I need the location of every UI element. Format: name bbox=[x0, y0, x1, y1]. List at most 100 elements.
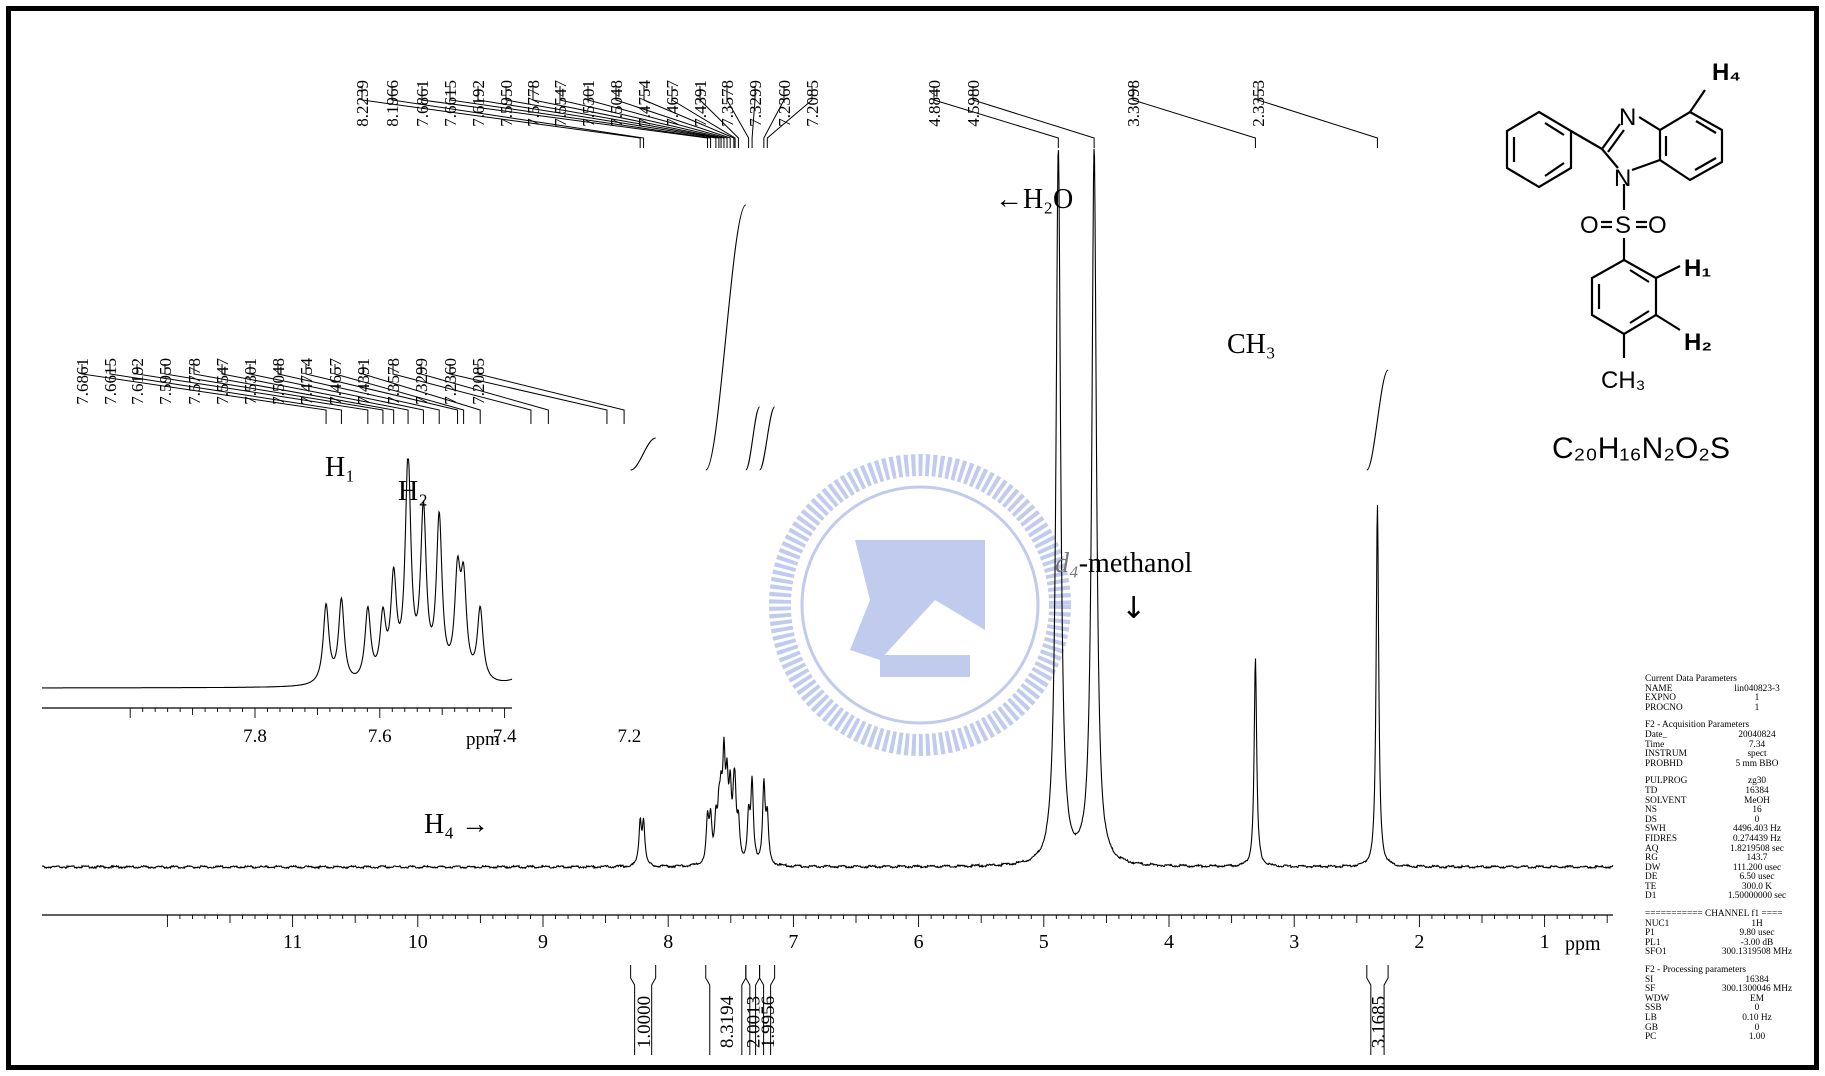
param-value: -3.00 dB bbox=[1740, 937, 1774, 948]
integral-curve bbox=[705, 204, 747, 471]
param-value: 9.80 usec bbox=[1739, 928, 1775, 939]
main-peak-leader bbox=[933, 86, 1059, 148]
inset-peak-leader bbox=[109, 364, 342, 424]
chemical-structure bbox=[1505, 89, 1724, 358]
param-value: 0.10 Hz bbox=[1742, 1013, 1772, 1023]
main-peak-label: 7.4754 bbox=[635, 80, 654, 127]
main-peak-leader bbox=[699, 86, 739, 148]
main-peak-leader bbox=[391, 86, 645, 148]
param-value: 300.1319508 MHz bbox=[1721, 947, 1793, 958]
integral-curve bbox=[745, 406, 761, 471]
acq-param-row: Date_20040824 bbox=[1645, 730, 1823, 741]
watermark-seal bbox=[769, 454, 1071, 756]
param-key: PROCNO bbox=[1645, 702, 1683, 713]
acq2-param-row: DE 6.50 usec bbox=[1645, 873, 1823, 883]
main-peak-label: 8.1966 bbox=[383, 80, 402, 127]
main-tick-label: 5 bbox=[1039, 931, 1049, 953]
inset-peak-leader bbox=[420, 364, 549, 424]
param-key: EXPNO bbox=[1645, 693, 1676, 704]
param-value: 5 mm BBO bbox=[1735, 758, 1779, 769]
integral-value: 1.9956 bbox=[758, 996, 779, 1048]
param-key: SOLVENT bbox=[1645, 795, 1687, 806]
h1-annotation: H₁ bbox=[325, 452, 355, 483]
main-peak-leader bbox=[751, 86, 756, 148]
param-key: SF bbox=[1645, 984, 1656, 995]
inset-peak-leader bbox=[449, 364, 608, 424]
main-peak-leader bbox=[643, 86, 735, 148]
main-peak-leader bbox=[766, 86, 813, 148]
inset-peak-leader bbox=[249, 364, 424, 424]
inset-peak-label: 7.4391 bbox=[354, 358, 373, 405]
channel-param-row: PL1-3.00 dB bbox=[1645, 937, 1823, 949]
inset-peak-label: 7.6861 bbox=[73, 358, 92, 405]
main-peak-label: 7.6861 bbox=[413, 80, 432, 127]
main-peak-leader bbox=[972, 86, 1095, 148]
main-peak-label: 7.5778 bbox=[524, 80, 543, 127]
inset-peak-leader bbox=[305, 364, 459, 424]
proc-param-row: GB 0 bbox=[1645, 1022, 1823, 1034]
struct-n-top: N bbox=[1619, 104, 1636, 131]
param-key: LB bbox=[1645, 1013, 1657, 1023]
inset-peak-leader bbox=[362, 364, 481, 424]
param-key: GB bbox=[1645, 1022, 1658, 1033]
acq-param-row: Time 7.34 bbox=[1645, 739, 1823, 751]
param-key: SFO1 bbox=[1645, 947, 1667, 958]
param-value: zg30 bbox=[1747, 776, 1767, 787]
struct-h4-label: H₄ bbox=[1712, 59, 1741, 86]
struct-ch3-label: CH₃ bbox=[1601, 367, 1645, 394]
main-peak-leader bbox=[726, 86, 750, 148]
param-value: 0 bbox=[1754, 1022, 1760, 1033]
param-value: 16 bbox=[1752, 805, 1762, 816]
param-key: Time bbox=[1645, 739, 1665, 750]
main-peak-leader bbox=[671, 86, 736, 148]
param-value: 6.50 usec bbox=[1739, 872, 1775, 883]
inset-peak-label: 7.6192 bbox=[128, 358, 147, 405]
inset-spectrum-trace bbox=[42, 458, 513, 689]
inset-peak-label: 7.2360 bbox=[441, 358, 460, 405]
main-peak-leader bbox=[449, 86, 712, 148]
struct-s: S bbox=[1615, 212, 1631, 239]
param-value: 7.34 bbox=[1748, 739, 1766, 750]
inset-peak-label: 7.6615 bbox=[101, 358, 120, 405]
param-key: FIDRES bbox=[1645, 833, 1678, 844]
integral-curve bbox=[630, 437, 656, 471]
main-peak-leader bbox=[559, 86, 725, 148]
main-peak-label: 7.3299 bbox=[746, 80, 765, 127]
inset-peak-label: 7.5048 bbox=[269, 358, 288, 405]
methanol-arrow: ↓ bbox=[1121, 591, 1146, 626]
param-key: DE bbox=[1645, 872, 1658, 883]
param-key: PC bbox=[1645, 1032, 1657, 1043]
struct-h1-label: H₁ bbox=[1684, 255, 1711, 282]
main-peak-leader bbox=[587, 86, 728, 148]
inset-peak-leader bbox=[334, 364, 465, 424]
param-key: SI bbox=[1645, 974, 1654, 985]
param-key: PROBHD bbox=[1645, 758, 1683, 769]
inset-peak-label: 7.5950 bbox=[156, 358, 175, 405]
main-peak-label: 4.8840 bbox=[925, 80, 944, 127]
inset-peak-label: 7.5301 bbox=[241, 358, 260, 405]
proc-param-row: LB 0.10 Hz bbox=[1645, 1013, 1823, 1024]
main-tick-label: 3 bbox=[1289, 931, 1299, 953]
proc-params-title: F2 - Processing parameters bbox=[1645, 965, 1746, 976]
main-peak-label: 3.3098 bbox=[1124, 80, 1143, 127]
main-peak-leader bbox=[421, 86, 708, 148]
inset-peak-label: 7.4657 bbox=[326, 358, 345, 405]
methanol-rest: -methanol bbox=[1079, 548, 1193, 579]
main-tick-label: 7 bbox=[788, 931, 798, 953]
main-peak-leader bbox=[477, 86, 717, 148]
integral-bracket bbox=[759, 965, 776, 1055]
